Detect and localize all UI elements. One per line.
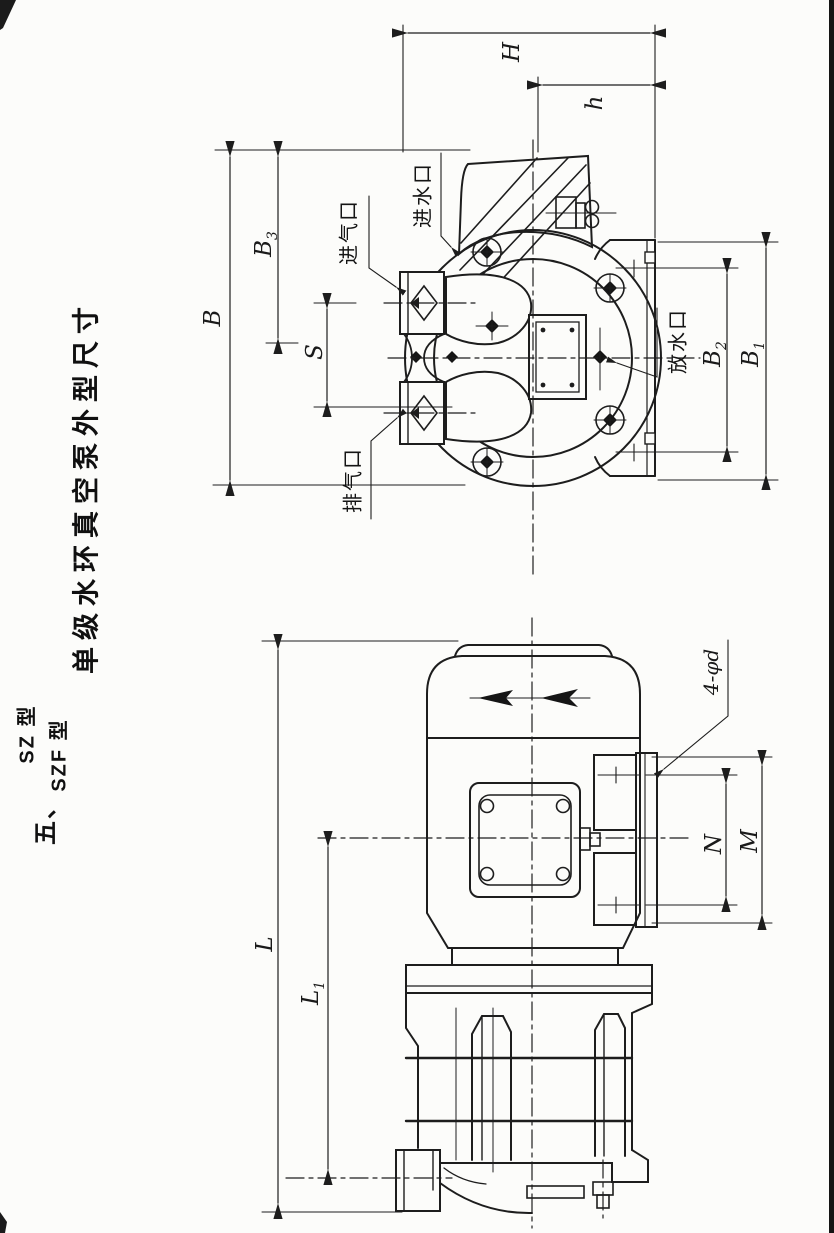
dim-label-h-axis: h xyxy=(582,95,608,111)
port-label-air-inlet: 进气口 xyxy=(338,199,361,265)
water-cock-fitting xyxy=(545,196,617,229)
dim-label-s: S xyxy=(302,344,328,360)
dim-label-h-total: H xyxy=(499,41,525,63)
cover-plate xyxy=(528,314,587,400)
model-label-szf: SZF 型 xyxy=(48,718,71,792)
section-number: 五、 xyxy=(32,793,60,845)
dim-label-l1: L1 xyxy=(298,981,328,1005)
end-view xyxy=(212,24,779,577)
dim-label-b3: B3 xyxy=(251,231,281,257)
base-bracket xyxy=(593,752,658,928)
dim-b1-sub: 1 xyxy=(751,341,768,350)
motor-body xyxy=(426,644,641,949)
centerlines-end-view xyxy=(383,139,701,577)
dim-label-b1: B1 xyxy=(738,341,768,367)
model-label-sz: SZ 型 xyxy=(16,704,39,764)
side-view xyxy=(261,617,773,1229)
cover-bolts xyxy=(410,245,617,469)
dim-label-bolt-holes: 4-φd xyxy=(699,648,723,696)
page-title: 单级水环真空泵外型尺寸 xyxy=(71,300,102,674)
dim-label-b2: B2 xyxy=(700,341,730,367)
dim-b1-base: B xyxy=(738,349,765,367)
extension-lines-side-view xyxy=(261,640,773,1213)
suction-elbow xyxy=(395,1149,441,1212)
port-label-drain: 放水口 xyxy=(667,308,690,374)
extension-lines-end-view xyxy=(212,24,779,486)
dim-b2-sub: 2 xyxy=(713,341,730,350)
centerlines-side-view xyxy=(285,617,689,1229)
port-label-water-inlet: 进水口 xyxy=(412,162,435,228)
dim-label-n: N xyxy=(701,833,727,855)
dim-b3-sub: 3 xyxy=(264,231,281,240)
bolt-centermarks xyxy=(470,237,627,477)
port-label-air-outlet: 排气口 xyxy=(342,447,365,513)
dim-label-l: L xyxy=(252,936,278,952)
dimension-lines-end-view xyxy=(225,28,771,497)
pump-casing-side xyxy=(404,947,653,1215)
dim-label-m: M xyxy=(737,829,763,853)
dim-l1-base: L xyxy=(298,989,325,1006)
dim-b3-base: B xyxy=(251,239,278,257)
terminal-box xyxy=(469,782,601,898)
dim-label-b: B xyxy=(200,309,226,327)
dim-b2-base: B xyxy=(700,349,727,367)
dim-l1-sub: 1 xyxy=(311,980,328,990)
dimension-lines-side-view xyxy=(273,633,767,1220)
port-leaders xyxy=(368,152,658,520)
